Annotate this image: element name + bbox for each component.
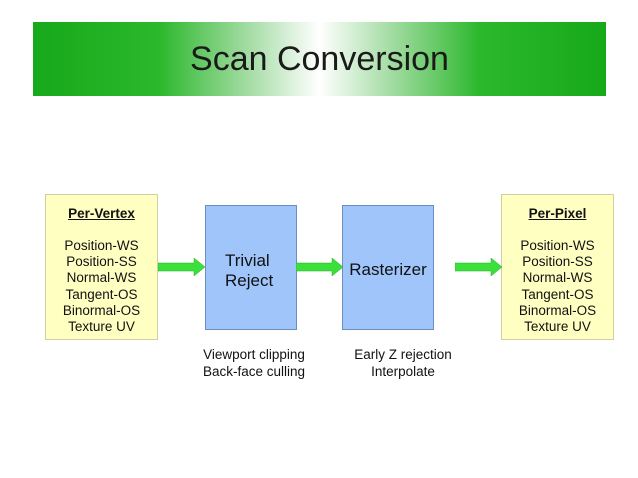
per-vertex-item: Binormal-OS (62, 302, 141, 318)
arrow-right-icon (158, 258, 206, 276)
per-pixel-item: Normal-WS (522, 270, 593, 286)
per-vertex-title: Per-Vertex (68, 206, 135, 221)
per-pixel-item: Texture UV (524, 319, 591, 335)
caption-back-face-culling: Back-face culling (202, 364, 306, 379)
per-vertex-item: Normal-WS (66, 270, 137, 286)
rasterizer-box: Rasterizer (342, 205, 434, 330)
per-pixel-box: Per-Pixel Position-WS Position-SS Normal… (501, 194, 614, 340)
per-vertex-box: Per-Vertex Position-WS Position-SS Norma… (45, 194, 158, 340)
trivial-reject-box: Trivial Reject (205, 205, 297, 330)
arrow-right-icon (455, 258, 503, 276)
per-pixel-item: Tangent-OS (521, 286, 594, 302)
per-pixel-title: Per-Pixel (528, 206, 587, 221)
caption-early-z-rejection: Early Z rejection (354, 347, 452, 362)
caption-viewport-clipping: Viewport clipping (203, 347, 305, 362)
caption-interpolate: Interpolate (371, 364, 435, 379)
trivial-reject-line1: Trivial (225, 251, 270, 270)
trivial-reject-label: Trivial Reject (225, 251, 273, 291)
slide-title: Scan Conversion (190, 40, 449, 78)
per-vertex-item: Tangent-OS (65, 286, 138, 302)
per-vertex-item: Texture UV (68, 319, 135, 335)
rasterizer-caption: Early Z rejection Interpolate (338, 346, 468, 380)
per-pixel-list: Position-WS Position-SS Normal-WS Tangen… (502, 238, 613, 335)
trivial-reject-caption: Viewport clipping Back-face culling (190, 346, 318, 380)
arrow-right-icon (296, 258, 344, 276)
per-vertex-item: Position-WS (64, 238, 139, 253)
per-vertex-list: Position-WS Position-SS Normal-WS Tangen… (46, 238, 157, 335)
per-vertex-item: Position-SS (66, 254, 137, 270)
rasterizer-label: Rasterizer (349, 260, 427, 279)
trivial-reject-line2: Reject (225, 271, 274, 290)
per-pixel-item: Position-SS (522, 254, 593, 270)
per-pixel-item: Position-WS (520, 238, 595, 253)
per-pixel-item: Binormal-OS (518, 302, 597, 318)
title-banner: Scan Conversion (33, 22, 606, 96)
